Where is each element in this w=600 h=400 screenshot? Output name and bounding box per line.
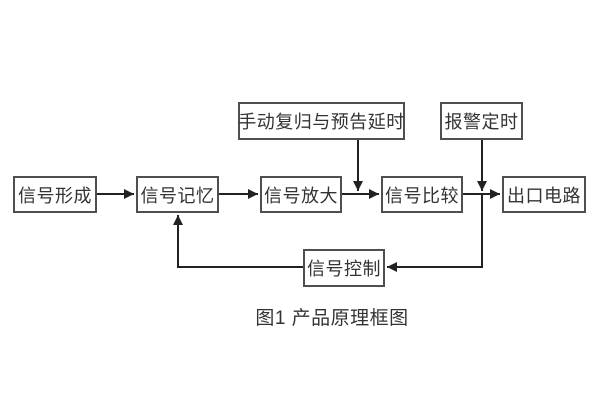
node-signal-memory: 信号记忆 — [136, 176, 219, 213]
node-manual-reset-delay: 手动复归与预告延时 — [238, 102, 405, 140]
figure-caption: 图1 产品原理框图 — [255, 308, 409, 329]
node-signal-formation-label: 信号形成 — [18, 185, 92, 206]
node-alarm-timing-label: 报警定时 — [444, 112, 519, 132]
node-output-circuit-label: 出口电路 — [507, 185, 581, 206]
arrow-signal-control-to-memory — [173, 215, 303, 268]
node-alarm-timing: 报警定时 — [440, 102, 523, 140]
node-signal-amplification-label: 信号放大 — [264, 185, 338, 206]
node-manual-reset-delay-label: 手动复归与预告延时 — [238, 112, 405, 132]
arrow-junction-to-signal-control — [387, 194, 483, 272]
node-signal-comparison: 信号比较 — [381, 176, 463, 213]
node-signal-comparison-label: 信号比较 — [385, 185, 459, 206]
node-output-circuit: 出口电路 — [502, 176, 586, 213]
node-signal-amplification: 信号放大 — [260, 176, 342, 213]
node-signal-control-label: 信号控制 — [307, 259, 381, 279]
node-signal-control: 信号控制 — [303, 249, 385, 287]
node-signal-formation: 信号形成 — [13, 176, 97, 213]
node-signal-memory-label: 信号记忆 — [140, 185, 215, 206]
